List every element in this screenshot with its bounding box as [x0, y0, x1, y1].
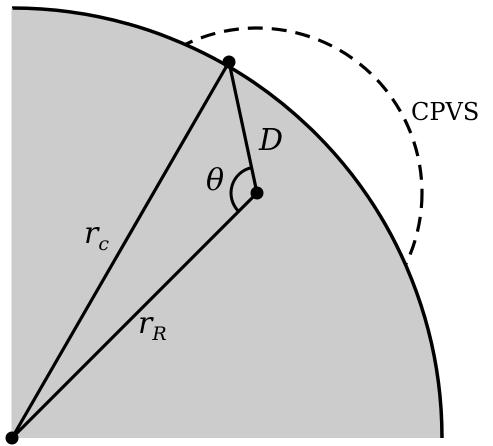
- rR-main: r: [138, 306, 154, 341]
- rc-main: r: [84, 216, 100, 251]
- origin-point: [5, 431, 19, 445]
- distance-label: D: [258, 123, 283, 158]
- outer-arc: [11, 6, 444, 439]
- cpvs-label: CPVS: [411, 98, 479, 126]
- rc-label: rc: [84, 216, 109, 255]
- rc-subscript: c: [98, 233, 109, 255]
- rR-subscript: R: [151, 323, 166, 345]
- theta-angle-arc: [229, 166, 252, 213]
- segment-rc: [10, 61, 231, 439]
- arc-point: [222, 55, 236, 69]
- inner-point: [250, 186, 264, 200]
- theta-label: θ: [206, 163, 224, 198]
- segment-rR: [10, 191, 259, 440]
- rR-label: rR: [138, 306, 167, 345]
- segment-D: [227, 61, 259, 194]
